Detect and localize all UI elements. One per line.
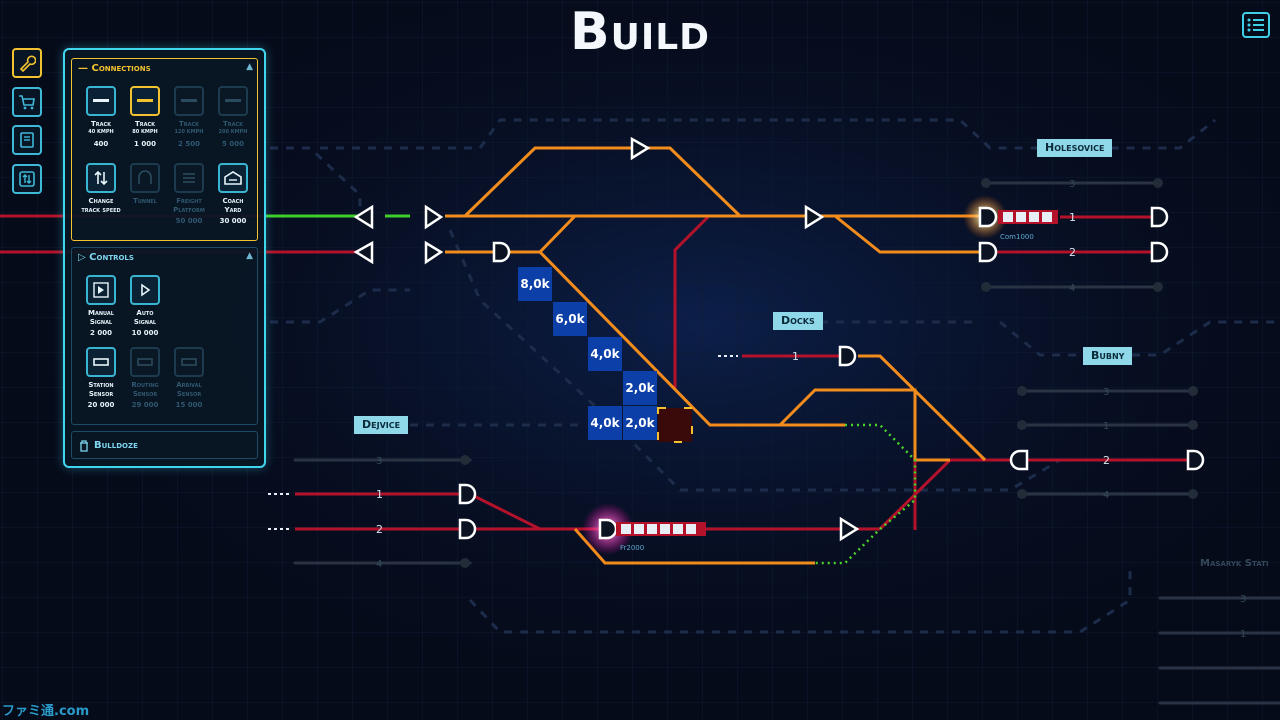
manual-signal-icon bbox=[93, 282, 109, 298]
signals bbox=[353, 136, 860, 542]
book-icon bbox=[20, 132, 34, 148]
chevron-up-icon[interactable]: ▲ bbox=[246, 62, 253, 72]
signal-left-bottom bbox=[353, 240, 374, 265]
cost-block: 8,0k bbox=[518, 267, 552, 301]
track-number: 1 bbox=[1069, 211, 1076, 224]
track-number: 1 bbox=[792, 350, 799, 363]
tab-build[interactable] bbox=[12, 48, 42, 78]
cost-block: 4,0k bbox=[588, 337, 622, 371]
station-label-masaryk[interactable]: Masaryk Stati bbox=[1200, 558, 1269, 569]
tab-book[interactable] bbox=[12, 125, 42, 155]
platform-icon bbox=[183, 173, 195, 183]
track-number: 2 bbox=[376, 523, 383, 536]
track-icon bbox=[225, 99, 241, 102]
connections-header[interactable]: — Connections bbox=[78, 63, 151, 74]
auto-signal-icon bbox=[141, 283, 151, 297]
signal-right-top bbox=[424, 204, 444, 230]
track-number: 1 bbox=[1240, 629, 1246, 640]
track-number: 2 bbox=[1103, 454, 1110, 467]
signal-right-bottom bbox=[424, 240, 444, 265]
cost-block: 2,0k bbox=[623, 406, 657, 440]
signal-upper-loop bbox=[630, 136, 651, 161]
station-label-holesovice[interactable]: Holesovice bbox=[1037, 139, 1113, 157]
tab-shop[interactable] bbox=[12, 87, 42, 117]
tool-auto-signal[interactable]: Auto Signal 10 000 bbox=[122, 275, 168, 338]
bulldoze-button[interactable]: Bulldoze bbox=[71, 431, 258, 459]
build-cursor bbox=[657, 407, 693, 443]
cost-block: 4,0k bbox=[588, 406, 622, 440]
sensor-icon bbox=[93, 358, 109, 366]
train-label-bottom: Fr2000 bbox=[620, 544, 644, 552]
tool-station-sensor[interactable]: Station Sensor 20 000 bbox=[78, 347, 124, 410]
watermark: ファミ通.com bbox=[2, 704, 90, 719]
track-icon bbox=[93, 99, 109, 102]
tool-change-track-speed[interactable]: Change track speed bbox=[78, 163, 124, 215]
unused-tracks bbox=[293, 181, 1280, 705]
tunnel-icon bbox=[138, 170, 152, 184]
tool-tunnel[interactable]: Tunnel bbox=[122, 163, 168, 206]
track-number: 2 bbox=[1069, 246, 1076, 259]
signal-holesovice bbox=[804, 204, 825, 230]
track-icon bbox=[137, 99, 153, 102]
wrench-icon bbox=[19, 55, 36, 72]
track-number: 3 bbox=[376, 456, 382, 467]
cost-block: 2,0k bbox=[623, 371, 657, 405]
tool-track-120[interactable]: Track 120 KMPH 2 500 bbox=[166, 86, 212, 149]
station-label-bubny[interactable]: Bubny bbox=[1083, 347, 1133, 365]
page-title: Build bbox=[569, 2, 711, 62]
train-holesovice bbox=[998, 210, 1058, 224]
cost-block: 6,0k bbox=[553, 302, 587, 336]
trash-icon bbox=[80, 440, 88, 452]
track-number: 3 bbox=[1103, 387, 1109, 398]
track-number: 1 bbox=[1103, 421, 1109, 432]
tool-routing-sensor[interactable]: Routing Sensor 29 000 bbox=[122, 347, 168, 410]
signal-left-top bbox=[353, 204, 374, 230]
tool-coach-yard[interactable]: Coach Yard 30 000 bbox=[210, 163, 256, 226]
station-label-docks[interactable]: Docks bbox=[773, 312, 823, 330]
tool-track-80[interactable]: Track 80 KMPH 1 000 bbox=[122, 86, 168, 149]
track-number: 3 bbox=[1240, 594, 1246, 605]
sensor-icon bbox=[181, 358, 197, 366]
menu-button[interactable] bbox=[1242, 12, 1270, 38]
region-outlines bbox=[270, 118, 1280, 634]
train-label-top: Com1000 bbox=[1000, 233, 1034, 241]
controls-section: ▷ Controls ▲ Manual Signal 2 000 Auto Si… bbox=[71, 247, 258, 425]
station-label-dejvice[interactable]: Dejvice bbox=[354, 416, 409, 434]
tool-track-40[interactable]: Track 40 KMPH 400 bbox=[78, 86, 124, 149]
tool-freight-platform[interactable]: Freight Platform 50 000 bbox=[166, 163, 212, 226]
tool-arrival-sensor[interactable]: Arrival Sensor 15 000 bbox=[166, 347, 212, 410]
tool-manual-signal[interactable]: Manual Signal 2 000 bbox=[78, 275, 124, 338]
train-dejvice bbox=[616, 522, 706, 536]
connections-section: — Connections ▲ Track 40 KMPH 400 Track … bbox=[71, 58, 258, 241]
controls-header[interactable]: ▷ Controls bbox=[78, 252, 134, 263]
build-panel: — Connections ▲ Track 40 KMPH 400 Track … bbox=[63, 48, 266, 468]
track-number: 4 bbox=[376, 559, 382, 570]
swap-arrows-icon bbox=[19, 171, 35, 187]
tab-timetable[interactable] bbox=[12, 164, 42, 194]
buffer-stops bbox=[458, 206, 1205, 540]
track-number: 1 bbox=[376, 488, 383, 501]
list-icon bbox=[1247, 18, 1264, 32]
track-number: 4 bbox=[1069, 283, 1075, 294]
up-down-arrows-icon bbox=[94, 170, 108, 186]
signal-dejvice-mainline bbox=[839, 516, 860, 542]
track-number: 4 bbox=[1103, 490, 1109, 501]
track-number: 3 bbox=[1069, 179, 1075, 190]
chevron-up-icon[interactable]: ▲ bbox=[246, 251, 253, 261]
sensor-icon bbox=[137, 358, 153, 366]
tool-track-200[interactable]: Track 200 KMPH 5 000 bbox=[210, 86, 256, 149]
cart-icon bbox=[19, 95, 35, 110]
track-icon bbox=[181, 99, 197, 102]
garage-icon bbox=[224, 171, 242, 185]
